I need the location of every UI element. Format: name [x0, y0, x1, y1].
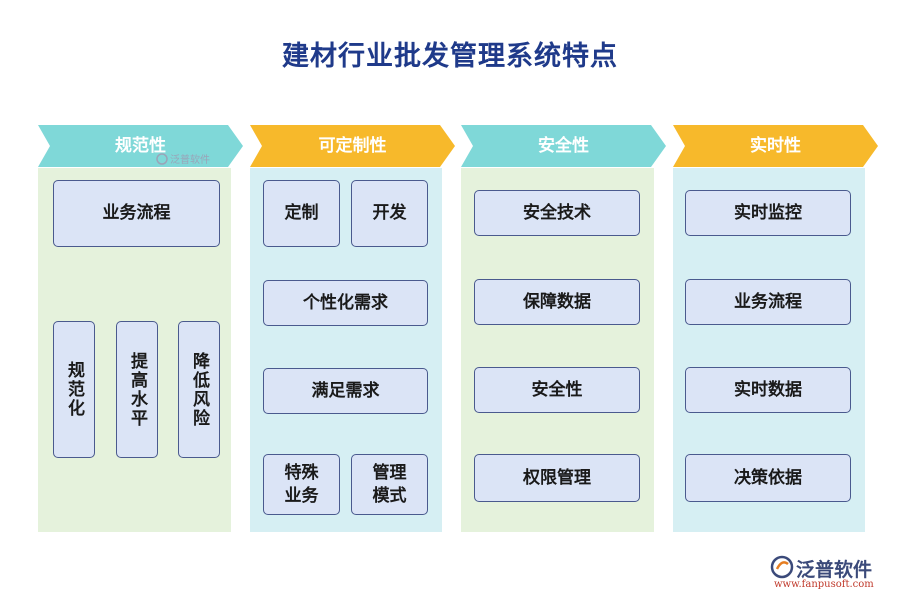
column-1-header: 规范性 — [38, 125, 243, 167]
column-2-header-label: 可定制性 — [318, 136, 387, 156]
node-develop: 开发 — [351, 180, 428, 247]
watermark-small-text: 泛普软件 — [170, 155, 210, 166]
banner-arrow-shape — [461, 125, 666, 167]
node-reduce-risk: 降低风险 — [178, 321, 220, 458]
banner-arrow-shape — [673, 125, 878, 167]
node-security: 安全性 — [474, 367, 640, 413]
node-customize: 定制 — [263, 180, 340, 247]
node-business-process-2: 业务流程 — [685, 279, 851, 325]
brand-logo-name: 泛普软件 — [796, 559, 873, 581]
node-improve-level: 提高水平 — [116, 321, 158, 458]
node-personalized-needs: 个性化需求 — [263, 280, 428, 326]
node-standardization: 规范化 — [53, 321, 95, 458]
logo-mark-icon — [156, 152, 168, 165]
column-4-header-label: 实时性 — [750, 136, 801, 156]
node-realtime-monitoring: 实时监控 — [685, 190, 851, 236]
node-protect-data: 保障数据 — [474, 279, 640, 325]
watermark-small: 泛普软件 — [156, 151, 210, 166]
node-decision-basis: 决策依据 — [685, 454, 851, 502]
node-realtime-data: 实时数据 — [685, 367, 851, 413]
column-3-header: 安全性 — [461, 125, 666, 167]
node-business-process: 业务流程 — [53, 180, 220, 247]
node-special-business: 特殊业务 — [263, 454, 340, 515]
node-security-tech: 安全技术 — [474, 190, 640, 236]
brand-logo-url: www.fanpusoft.com — [774, 579, 874, 590]
node-permission-management: 权限管理 — [474, 454, 640, 502]
node-management-mode: 管理模式 — [351, 454, 428, 515]
column-1-header-label: 规范性 — [115, 136, 166, 156]
column-4-header: 实时性 — [673, 125, 878, 167]
column-2-header: 可定制性 — [250, 125, 455, 167]
column-3-header-label: 安全性 — [538, 136, 589, 156]
node-meet-needs: 满足需求 — [263, 368, 428, 414]
banner-arrow-shape — [250, 125, 455, 167]
banner-arrow-shape — [38, 125, 243, 167]
brand-logo-icon — [770, 555, 794, 579]
page-title: 建材行业批发管理系统特点 — [282, 41, 618, 72]
brand-logo: 泛普软件 www.fanpusoft.com — [770, 555, 895, 595]
